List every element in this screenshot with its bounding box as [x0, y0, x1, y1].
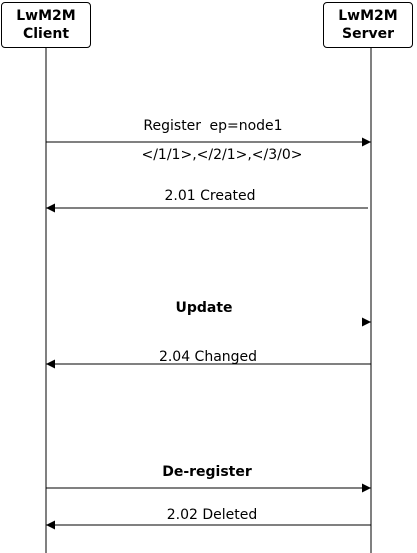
update-message-label: Update	[175, 300, 232, 316]
register-payload: </1/1>,</2/1>,</3/0>	[141, 147, 302, 163]
created-message-label: 2.01 Created	[164, 188, 255, 204]
register-message-label: Register ep=node1	[143, 118, 282, 134]
client-participant: LwM2M Client	[1, 2, 91, 48]
deregister-message-label: De-register	[162, 464, 252, 480]
changed-message-label: 2.04 Changed	[159, 349, 257, 365]
server-participant: LwM2M Server	[323, 2, 413, 48]
deleted-message-label: 2.02 Deleted	[167, 507, 258, 523]
